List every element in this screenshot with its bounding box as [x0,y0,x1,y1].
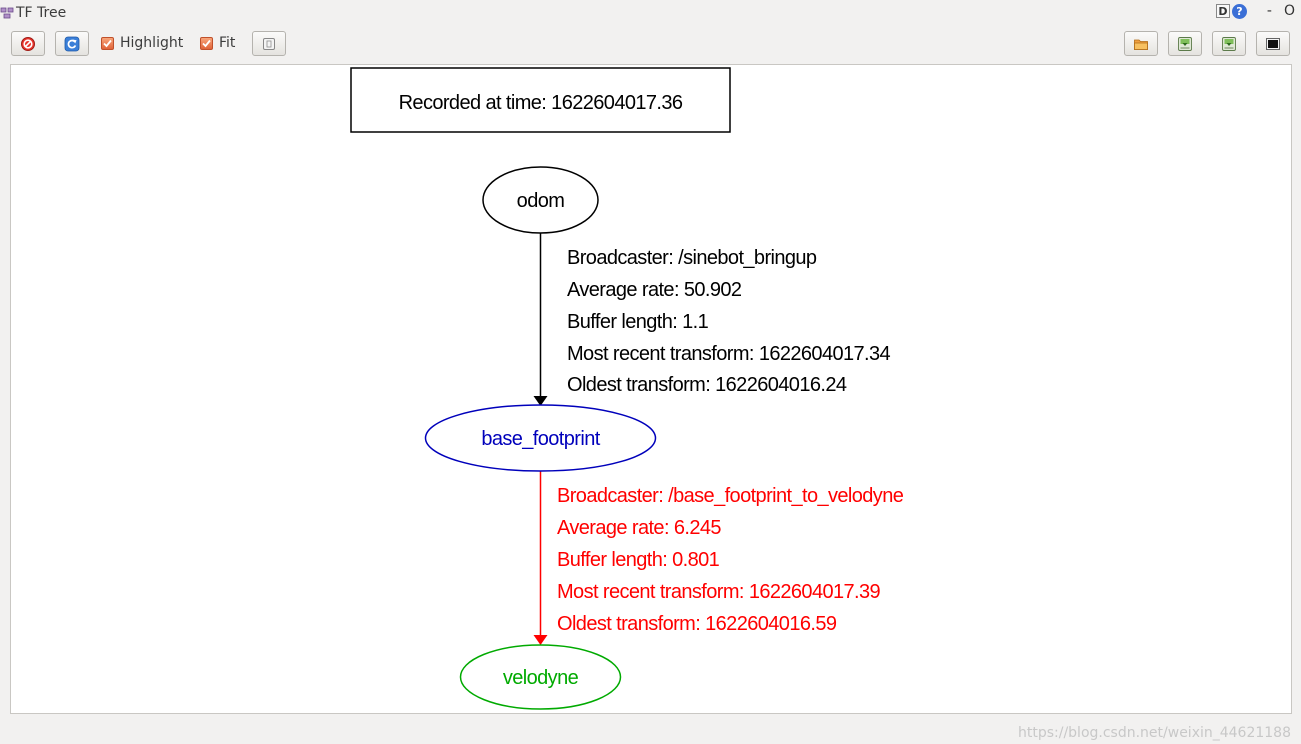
edge-label-broadcaster: Broadcaster: /base_footprint_to_velodyne [557,485,904,507]
window-title: TF Tree [16,5,67,21]
fit-label: Fit [219,35,236,51]
edge-label-average-rate: Average rate: 6.245 [557,517,721,539]
window-controls: D ? - O [1215,3,1297,19]
zoom-fit-icon [263,37,275,50]
node-label-velodyne: velodyne [503,667,579,689]
clear-buffer-button[interactable] [11,31,45,56]
close-button[interactable]: O [1283,3,1295,19]
edge-label-oldest: Oldest transform: 1622604016.24 [567,374,847,396]
edge-base-footprint-velodyne: Broadcaster: /base_footprint_to_velodyne… [533,471,904,645]
load-dot-button[interactable] [1124,31,1158,56]
edge-label-most-recent: Most recent transform: 1622604017.39 [557,581,881,603]
edge-label-buffer-length: Buffer length: 0.801 [557,549,720,571]
edge-label-most-recent: Most recent transform: 1622604017.34 [567,343,891,365]
save-svg-button[interactable] [1212,31,1246,56]
save-icon [1178,36,1192,51]
highlight-checkbox[interactable]: Highlight [101,35,183,51]
fit-view-button[interactable] [252,31,286,56]
edge-label-oldest: Oldest transform: 1622604016.59 [557,613,837,635]
node-odom[interactable]: odom [482,166,599,234]
checkmark-icon [200,36,213,50]
edge-label-average-rate: Average rate: 50.902 [567,279,742,301]
fit-checkbox[interactable]: Fit [200,35,235,51]
watermark-text: https://blog.csdn.net/weixin_44621188 [1017,725,1291,741]
minimize-button[interactable]: - [1266,3,1272,19]
node-velodyne[interactable]: velodyne [459,644,622,710]
save-dot-button[interactable] [1168,31,1202,56]
node-label-odom: odom [517,190,565,212]
recorded-time-box: Recorded at time: 1622604017.36 [350,67,731,133]
graph-canvas[interactable]: Recorded at time: 1622604017.36 Broadcas… [10,64,1292,714]
recorded-time-text: Recorded at time: 1622604017.36 [399,92,683,114]
edge-label-buffer-length: Buffer length: 1.1 [567,311,709,333]
node-label-base-footprint: base_footprint [481,428,600,450]
checkmark-icon [101,36,114,50]
edge-label-broadcaster: Broadcaster: /sinebot_bringup [567,247,817,269]
dock-button[interactable]: D [1215,4,1230,18]
refresh-button[interactable] [55,31,89,56]
edge-odom-base-footprint: Broadcaster: /sinebot_bringup Average ra… [533,233,891,406]
image-icon [1266,37,1280,50]
toolbar: Highlight Fit [0,29,1301,59]
stop-icon [21,36,35,51]
tf-tree-graph: Recorded at time: 1622604017.36 Broadcas… [350,67,904,710]
save-image-button[interactable] [1256,31,1290,56]
window-titlebar: TF Tree D ? - O [0,0,1301,27]
folder-icon [1134,39,1148,50]
app-icon [0,7,14,19]
help-button[interactable]: ? [1231,3,1247,19]
refresh-icon [64,36,80,51]
save-icon [1222,36,1236,51]
node-base-footprint[interactable]: base_footprint [424,404,657,472]
highlight-label: Highlight [120,35,184,51]
